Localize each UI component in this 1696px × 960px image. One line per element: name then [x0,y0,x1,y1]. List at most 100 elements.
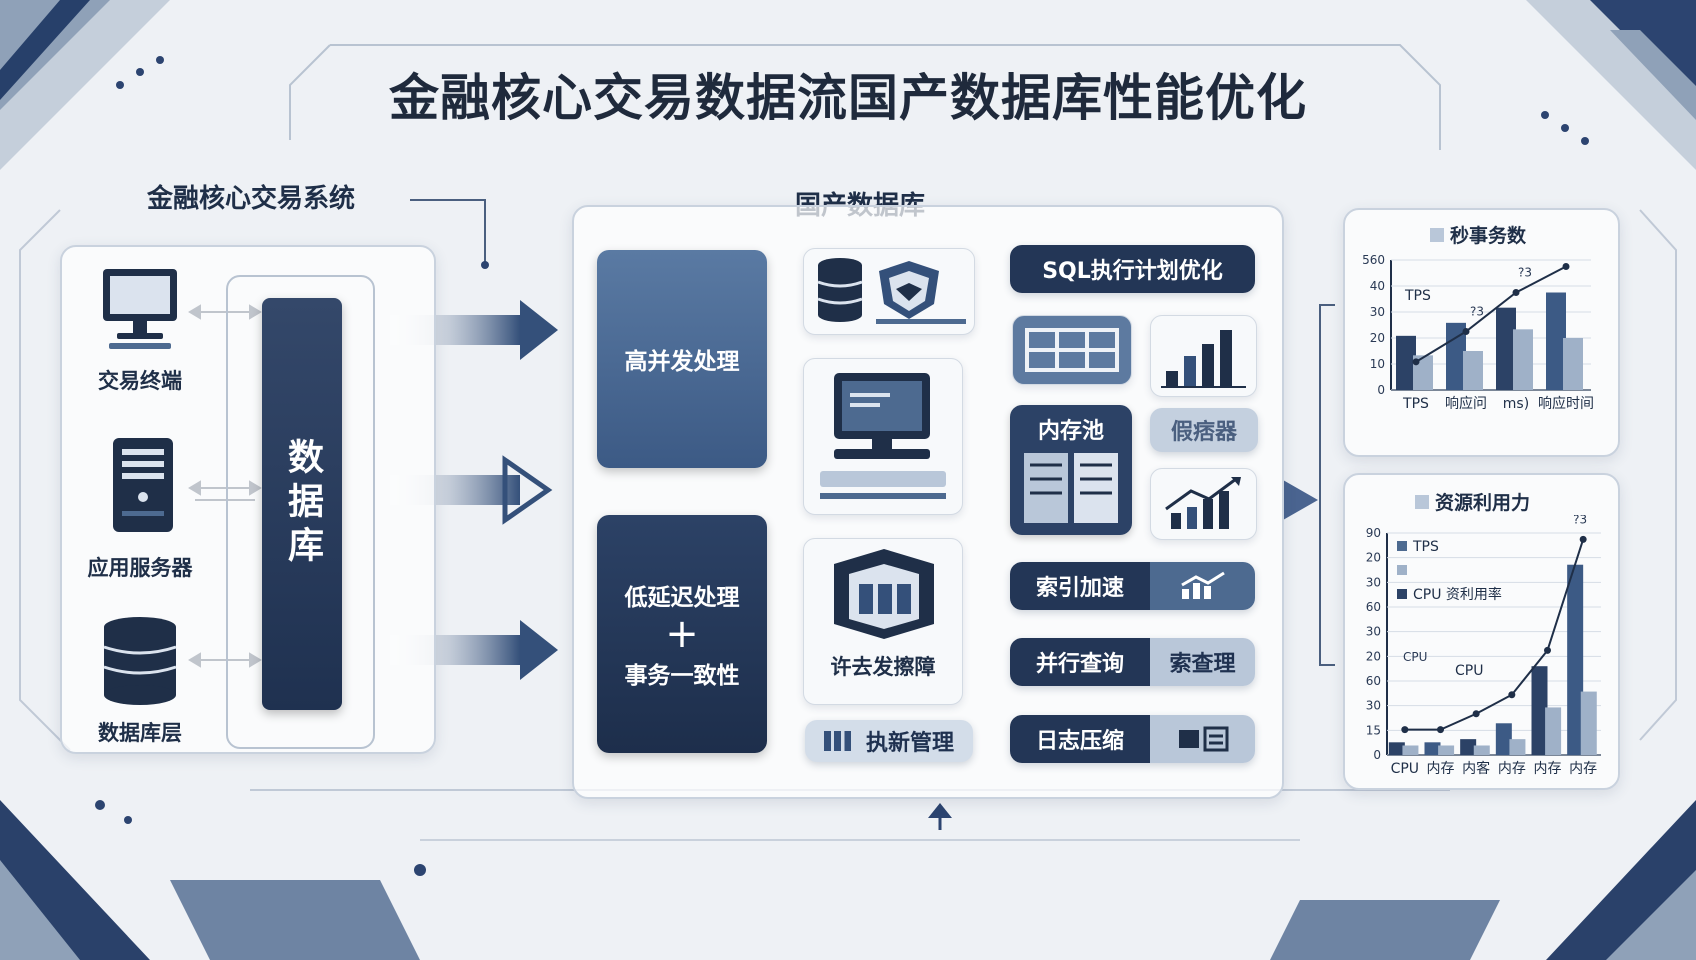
y-tick-label: 20 [1366,649,1381,663]
node-label-terminal: 交易终端 [98,369,182,393]
trend-chart-icon [1165,477,1241,529]
annotation-label: CPU [1455,663,1483,679]
tile-failure-label: 许去发擦障 [830,655,936,679]
memory-doc-icon [1024,453,1118,523]
legend-swatch [1397,541,1407,551]
pill-parallel-label: 并行查询 [1010,638,1150,686]
growth-icon [1180,571,1225,599]
bar-series-1 [1580,691,1597,755]
card-low-latency: 低延迟处理 + 事务一致性 [597,515,767,753]
y-tick-label: 20 [1370,331,1385,345]
y-tick-label: 0 [1377,383,1385,397]
bar-series-1 [1513,329,1533,390]
trend-point [1472,710,1480,718]
y-tick-label: 30 [1366,625,1381,639]
y-tick-label: 30 [1370,305,1385,319]
bar-series-0 [1495,723,1512,755]
tile-failure: 许去发擦障 [803,538,963,705]
annotation-label: CPU [1403,650,1427,664]
bar-series-0 [1531,666,1548,755]
pill-parallel: 并行查询 索查理 [1010,638,1255,686]
pill-cache-label: 假痞器 [1170,420,1237,445]
title-square-icon [1415,495,1429,509]
x-category-label: 内存 [1534,761,1562,777]
storage-icon [834,549,934,639]
y-tick-label: 90 [1366,526,1381,540]
tps-chart-panel [1343,208,1620,457]
bar-series-1 [1545,707,1562,755]
server-icon [108,435,178,535]
bar-series-0 [1546,292,1566,390]
y-tick-label: 60 [1366,674,1381,688]
trend-line [1404,539,1585,731]
legend-label: CPU 资利用率 [1413,586,1502,603]
compress-icon [1178,726,1228,752]
page-title: 金融核心交易数据流国产数据库性能优化 [389,69,1307,127]
trend-point [1508,691,1516,699]
trend-line [1415,265,1567,363]
tps-chart-title: 秒事务数 [1430,221,1526,248]
y-tick-label: 30 [1366,575,1381,589]
trend-point [1437,726,1444,734]
computer-icon [820,373,946,499]
bar-series-0 [1388,742,1405,755]
x-category-label: CPU [1391,761,1419,777]
monitor-icon [97,265,183,351]
pill-cache: 假痞器 [1150,408,1258,452]
tile-db-shield [803,248,975,335]
pill-log: 日志压缩 [1010,715,1255,763]
trend-point [1412,358,1420,366]
bar-series-1 [1463,351,1483,390]
bar-series-1 [1473,745,1490,755]
annotation-label: ?3 [1470,305,1484,319]
x-category-label: 内客 [1462,760,1490,777]
database-icon [100,615,180,707]
legend-swatch [1397,565,1407,575]
tile-plan-chart [1150,315,1257,397]
pill-sql-plan-label: SQL执行计划优化 [1010,245,1255,293]
pill-log-icon-area [1150,715,1255,763]
y-tick-label: 560 [1362,253,1385,267]
card-consistency-label: 事务一致性 [624,663,740,689]
bar-series-1 [1402,745,1419,755]
x-category-label: ms) [1503,396,1529,412]
plus-sign: + [665,611,699,657]
y-tick-label: 20 [1366,551,1381,565]
tile-terminal [803,358,963,515]
card-high-concurrency-label: 高并发处理 [624,349,740,375]
bar-chart-icon [1161,330,1246,388]
memory-pool-label: 内存池 [1037,419,1104,444]
x-category-label: 响应问 [1445,395,1487,412]
legend-swatch [1397,589,1407,599]
pill-index-icon-area [1150,562,1255,610]
annotation-label: ?3 [1518,266,1532,280]
database-shield-icon [817,258,966,324]
pill-parallel-secondary: 索查理 [1150,638,1255,686]
y-tick-label: 15 [1366,723,1381,737]
resource-chart-title: 资源利用力 [1415,488,1530,515]
tps-chart-title-text: 秒事务数 [1450,225,1527,247]
bar-chart-icon [823,731,858,751]
y-tick-label: 30 [1366,699,1381,713]
legend-label: TPS [1412,539,1439,555]
title-square-icon [1430,228,1444,242]
y-tick-label: 0 [1373,748,1381,762]
trend-point [1544,646,1551,654]
pill-sql-plan: SQL执行计划优化 [1010,245,1255,293]
left-section-label: 金融核心交易系统 [147,184,356,214]
bar-series-1 [1438,745,1455,755]
trend-point [1401,726,1409,734]
db-bar: 数据库 [262,298,342,710]
bar-series-0 [1460,739,1477,755]
x-category-label: TPS [1402,396,1429,412]
y-tick-label: 60 [1366,600,1381,614]
grid-icon [1025,328,1119,372]
pill-index: 索引加速 [1010,562,1255,610]
pill-manage-label: 执新管理 [865,731,954,756]
bar-series-1 [1509,739,1526,755]
bar-series-0 [1396,335,1416,390]
annotation-label: ?3 [1573,515,1587,526]
